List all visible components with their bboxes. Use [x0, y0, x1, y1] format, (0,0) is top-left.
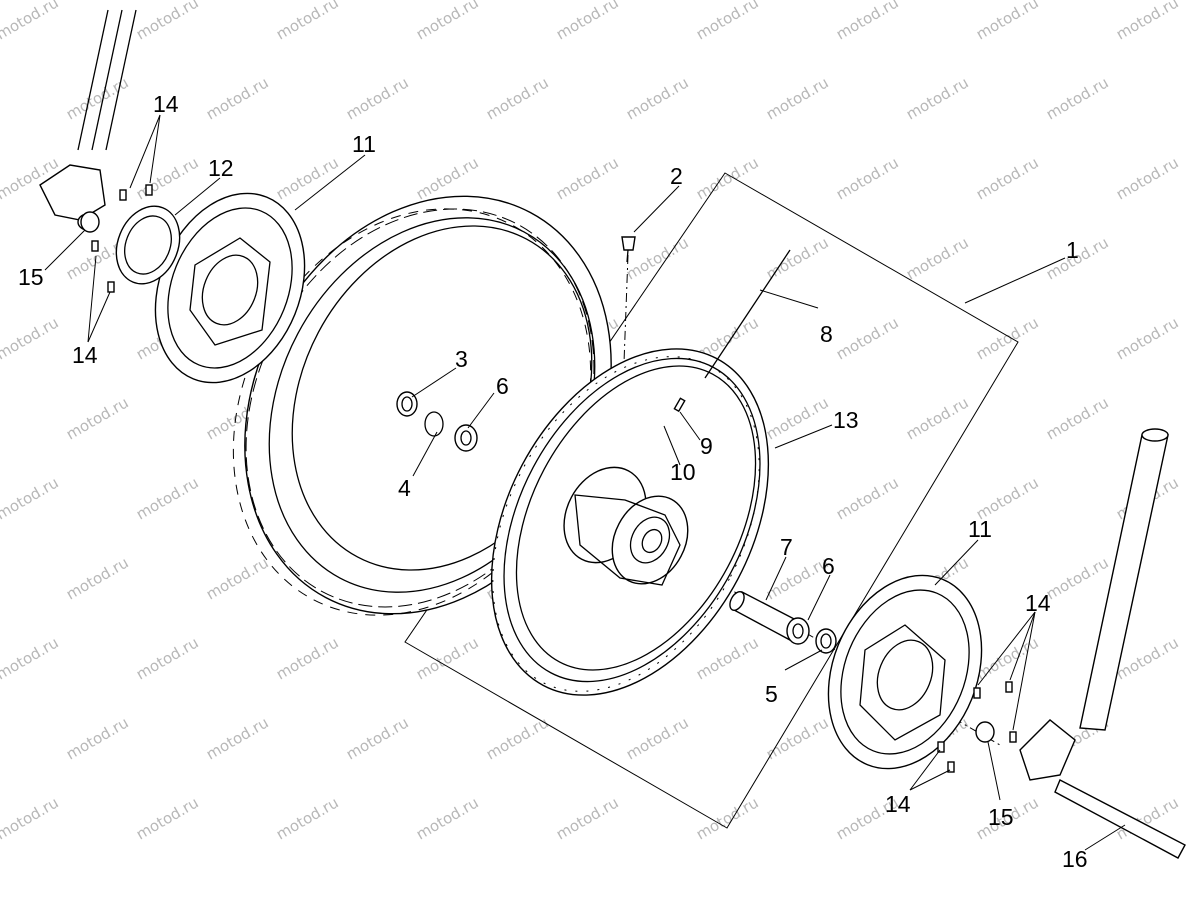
watermark-text: motod.ru	[203, 553, 272, 603]
watermark-text: motod.ru	[273, 153, 342, 203]
watermark-text: motod.ru	[973, 633, 1042, 683]
watermark-text: motod.ru	[833, 473, 902, 523]
callout-8: 8	[820, 321, 833, 347]
callout-6-left: 6	[496, 373, 509, 399]
watermark-text: motod.ru	[273, 0, 342, 43]
watermark-text: motod.ru	[63, 553, 132, 603]
watermark-text: motod.ru	[693, 793, 762, 843]
watermark-text: motod.ru	[903, 73, 972, 123]
watermark-text: motod.ru	[133, 633, 202, 683]
bearing-left	[454, 424, 478, 452]
watermark-text: motod.ru	[1043, 553, 1112, 603]
watermark-text: motod.ru	[203, 73, 272, 123]
spacer-bush-right	[975, 721, 995, 743]
callout-15-right: 15	[988, 804, 1014, 830]
watermark-text: motod.ru	[413, 0, 482, 43]
oil-seal-left	[396, 391, 418, 417]
callout-3: 3	[455, 346, 468, 372]
front-axle	[1054, 779, 1186, 859]
callout-16: 16	[1062, 846, 1088, 872]
watermark-text: motod.ru	[763, 713, 832, 763]
watermark-text: motod.ru	[133, 0, 202, 43]
watermark-text: motod.ru	[1113, 313, 1182, 363]
front-brake-disc-right	[827, 574, 983, 770]
leader-lines	[44, 114, 1126, 851]
callout-2: 2	[670, 163, 683, 189]
watermark-text: motod.ru	[343, 713, 412, 763]
abs-tone-ring	[115, 205, 181, 285]
callout-15-left: 15	[18, 264, 44, 290]
watermark-text: motod.ru	[133, 793, 202, 843]
watermark-text: motod.ru	[973, 313, 1042, 363]
watermark-text: motod.ru	[1043, 73, 1112, 123]
callout-14-left: 14	[72, 342, 98, 368]
watermark-text: motod.ru	[343, 73, 412, 123]
watermark-text: motod.ru	[833, 153, 902, 203]
watermark-text: motod.ru	[763, 393, 832, 443]
disc-bolts	[91, 184, 1017, 773]
watermark-text: motod.ru	[0, 793, 62, 843]
watermark-text: motod.ru	[763, 73, 832, 123]
spoke	[704, 249, 791, 379]
callout-12: 12	[208, 155, 234, 181]
callout-1: 1	[1066, 237, 1079, 263]
watermark-text: motod.ru	[1113, 153, 1182, 203]
callout-4: 4	[398, 475, 411, 501]
callout-5: 5	[765, 681, 778, 707]
bearing-right	[786, 617, 810, 645]
watermark-text: motod.ru	[903, 233, 972, 283]
watermark-text: motod.ru	[693, 153, 762, 203]
watermark-text: motod.ru	[0, 473, 62, 523]
callout-14-right: 14	[1025, 590, 1051, 616]
watermark-text: motod.ru	[1113, 0, 1182, 43]
watermark-text: motod.ru	[273, 633, 342, 683]
callout-11-left: 11	[352, 131, 376, 157]
watermark-text: motod.ru	[553, 793, 622, 843]
watermark-text: motod.ru	[413, 633, 482, 683]
watermark-text: motod.ru	[553, 0, 622, 43]
watermark-text: motod.ru	[623, 73, 692, 123]
watermark-text: motod.ru	[0, 313, 62, 363]
spoke-nipple	[673, 397, 686, 413]
watermark-text: motod.ru	[483, 73, 552, 123]
right-fork-tube	[1019, 428, 1169, 781]
watermark-text: motod.ru	[623, 713, 692, 763]
oil-seal-right	[815, 628, 837, 654]
watermark-text: motod.ru	[273, 793, 342, 843]
watermark-text: motod.ru	[833, 313, 902, 363]
watermark-text: motod.ru	[693, 0, 762, 43]
watermark-text: motod.ru	[973, 153, 1042, 203]
watermark-text: motod.ru	[553, 153, 622, 203]
wheel-hub	[563, 466, 689, 586]
tyre-valve	[621, 236, 636, 263]
watermark-text: motod.ru	[203, 713, 272, 763]
watermark-text: motod.ru	[833, 0, 902, 43]
callout-14-top: 14	[153, 91, 179, 117]
watermark-text: motod.ru	[63, 713, 132, 763]
watermark-text: motod.ru	[63, 393, 132, 443]
spacer-bush-left	[80, 211, 100, 233]
callout-9: 9	[700, 433, 713, 459]
watermark-text: motod.ru	[1043, 393, 1112, 443]
callout-13: 13	[833, 407, 859, 433]
watermark-text: motod.ru	[133, 473, 202, 523]
watermark-text: motod.ru	[693, 633, 762, 683]
front-brake-disc-left	[154, 192, 306, 384]
callout-7: 7	[780, 534, 793, 560]
callout-11-right: 11	[968, 516, 992, 542]
watermark-text: motod.ru	[973, 0, 1042, 43]
callout-6-right: 6	[822, 553, 835, 579]
circlip	[424, 411, 444, 437]
callout-10: 10	[670, 459, 696, 485]
watermark-text: motod.ru	[133, 153, 202, 203]
watermark-text: motod.ru	[0, 0, 62, 43]
watermark-text: motod.ru	[0, 633, 62, 683]
callout-14-bottom: 14	[885, 791, 911, 817]
watermark-text: motod.ru	[413, 793, 482, 843]
